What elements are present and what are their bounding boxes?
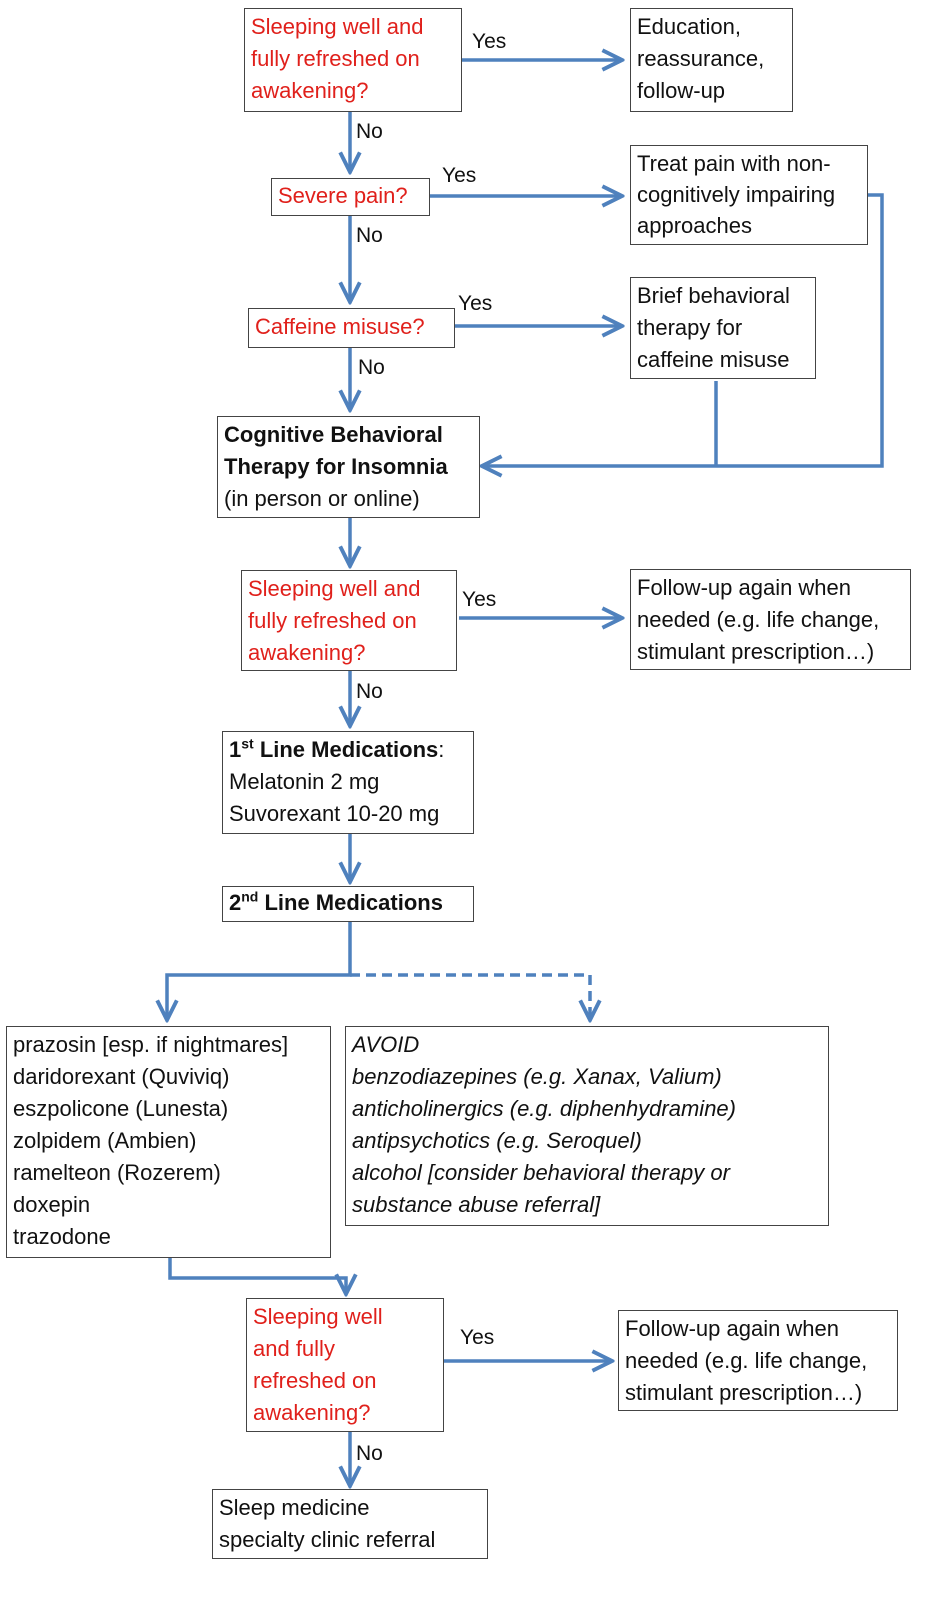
second-line-heading: 2nd Line Medications xyxy=(229,889,467,917)
edge-label-yes: Yes xyxy=(442,164,477,187)
box-avoid: AVOID benzodiazepines (e.g. Xanax, Valiu… xyxy=(345,1026,829,1226)
first-line-heading: 1st Line Medications: xyxy=(229,734,467,766)
node-line: Sleeping well and xyxy=(251,14,424,39)
node-line: cognitively impairing xyxy=(637,182,836,207)
node-line: Follow-up again when xyxy=(637,575,852,600)
node-line: Education, xyxy=(637,14,741,39)
edge-label-yes: Yes xyxy=(472,30,507,53)
node-line: Sleep medicine xyxy=(219,1495,370,1520)
box-treat-pain: Treat pain with non- cognitively impairi… xyxy=(630,145,868,245)
box-follow-up-2: Follow-up again when needed (e.g. life c… xyxy=(618,1310,898,1411)
box-cbti: Cognitive Behavioral Therapy for Insomni… xyxy=(217,416,480,518)
question-severe-pain: Severe pain? xyxy=(271,178,430,216)
node-line: Brief behavioral xyxy=(637,283,790,308)
arrow-second-to-avoid-dashed xyxy=(350,973,590,1020)
node-line: awakening? xyxy=(253,1400,371,1425)
heading-text: Line Medications xyxy=(253,737,439,762)
node-line: zolpidem (Ambien) xyxy=(13,1128,197,1153)
edge-label-no: No xyxy=(358,356,385,379)
node-line: benzodiazepines (e.g. Xanax, Valium) xyxy=(352,1064,722,1089)
node-line: AVOID xyxy=(352,1032,420,1057)
node-line: daridorexant (Quviviq) xyxy=(13,1064,230,1089)
question-sleeping-well-2: Sleeping well and fully refreshed on awa… xyxy=(241,570,457,671)
node-line: ramelteon (Rozerem) xyxy=(13,1160,221,1185)
node-line: stimulant prescription…) xyxy=(625,1380,863,1405)
heading-superscript: st xyxy=(241,735,254,752)
edge-label-yes: Yes xyxy=(462,588,497,611)
node-line: Sleeping well and xyxy=(248,576,421,601)
node-line: Treat pain with non- xyxy=(637,151,831,176)
node-line: doxepin xyxy=(13,1192,91,1217)
box-education: Education, reassurance, follow-up xyxy=(630,8,793,112)
node-line: reassurance, xyxy=(637,46,765,71)
node-line: substance abuse referral] xyxy=(352,1192,601,1217)
node-line: Melatonin 2 mg xyxy=(229,769,380,794)
node-line: awakening? xyxy=(248,640,366,665)
box-caffeine-therapy: Brief behavioral therapy for caffeine mi… xyxy=(630,277,816,379)
node-line: Caffeine misuse? xyxy=(255,314,425,339)
node-line: follow-up xyxy=(637,78,726,103)
box-second-line-drug-list: prazosin [esp. if nightmares] daridorexa… xyxy=(6,1026,331,1258)
question-sleeping-well-3: Sleeping well and fully refreshed on awa… xyxy=(246,1298,444,1432)
node-line: and fully xyxy=(253,1336,335,1361)
node-line: alcohol [consider behavioral therapy or xyxy=(352,1160,730,1185)
edge-label-no: No xyxy=(356,680,383,703)
node-line: Follow-up again when xyxy=(625,1316,840,1341)
box-second-line-medications: 2nd Line Medications xyxy=(222,886,474,922)
node-line: therapy for xyxy=(637,315,743,340)
heading-number: 1 xyxy=(229,737,242,762)
node-line: Severe pain? xyxy=(278,183,408,208)
node-line: (in person or online) xyxy=(224,486,420,511)
node-line: trazodone xyxy=(13,1224,111,1249)
heading-number: 2 xyxy=(229,890,242,915)
question-sleeping-well-1: Sleeping well and fully refreshed on awa… xyxy=(244,8,462,112)
connector-pain-to-cbti xyxy=(482,193,884,466)
node-line: awakening? xyxy=(251,78,369,103)
node-line: needed (e.g. life change, xyxy=(637,607,880,632)
node-line: needed (e.g. life change, xyxy=(625,1348,868,1373)
node-line: Suvorexant 10-20 mg xyxy=(229,801,440,826)
heading-text: Line Medications xyxy=(258,890,443,915)
node-line: stimulant prescription…) xyxy=(637,639,875,664)
node-line: antipsychotics (e.g. Seroquel) xyxy=(352,1128,642,1153)
node-line: eszpolicone (Lunesta) xyxy=(13,1096,229,1121)
node-line: approaches xyxy=(637,213,752,238)
node-line: anticholinergics (e.g. diphenhydramine) xyxy=(352,1096,736,1121)
edge-label-no: No xyxy=(356,120,383,143)
arrow-second-to-meds xyxy=(167,922,352,1020)
box-specialty-referral: Sleep medicine specialty clinic referral xyxy=(212,1489,488,1559)
node-line: refreshed on xyxy=(253,1368,377,1393)
node-line: Sleeping well xyxy=(253,1304,383,1329)
edge-label-yes: Yes xyxy=(460,1326,495,1349)
node-line: Cognitive Behavioral xyxy=(224,422,443,447)
node-line: Therapy for Insomnia xyxy=(224,454,448,479)
box-follow-up-1: Follow-up again when needed (e.g. life c… xyxy=(630,569,911,670)
heading-colon: : xyxy=(438,737,445,762)
node-line: fully refreshed on xyxy=(248,608,417,633)
heading-superscript: nd xyxy=(241,888,259,905)
edge-label-no: No xyxy=(356,1442,383,1465)
edge-label-no: No xyxy=(356,224,383,247)
edge-label-yes: Yes xyxy=(458,292,493,315)
node-line: caffeine misuse xyxy=(637,347,790,372)
question-caffeine-misuse: Caffeine misuse? xyxy=(248,308,455,348)
node-line: prazosin [esp. if nightmares] xyxy=(13,1032,289,1057)
box-first-line-medications: 1st Line Medications: Melatonin 2 mg Suv… xyxy=(222,731,474,834)
node-line: fully refreshed on xyxy=(251,46,420,71)
node-line: specialty clinic referral xyxy=(219,1527,436,1552)
arrow-meds-to-q5 xyxy=(168,1258,346,1294)
